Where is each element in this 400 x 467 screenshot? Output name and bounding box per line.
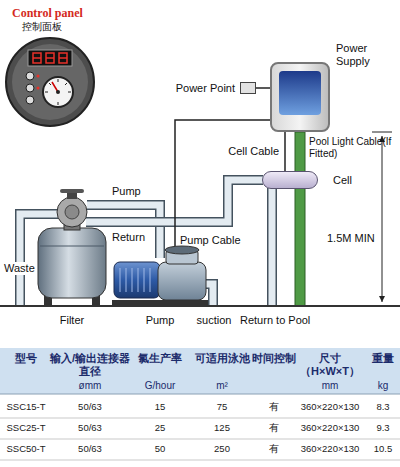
control-panel-illustration (6, 38, 94, 126)
control-panel-illustration (26, 84, 34, 92)
table-cell: SSC25-T (3, 422, 49, 433)
power-point-socket: Power Point (240, 82, 256, 94)
control-panel-illustration (37, 75, 40, 78)
node-label: Power Point (176, 82, 235, 95)
pump-cable-wire (175, 120, 270, 247)
table-header: 输入/输出连接器 直径 (42, 352, 138, 378)
table-band (0, 348, 400, 394)
table-cell: 360×220×130 (292, 401, 368, 412)
part-name: Pump (146, 314, 175, 327)
filter-illustration (67, 192, 77, 199)
table-cell: 360×220×130 (292, 422, 368, 433)
table-cell: 25 (130, 422, 190, 433)
pump-illustration (158, 262, 206, 300)
table-unit: kg (367, 380, 399, 392)
control-panel-illustration (28, 50, 72, 66)
control-panel-illustration (43, 77, 73, 107)
pipe-label: Waste (3, 262, 36, 275)
table-cell: 50/63 (42, 401, 138, 412)
filter-illustration (57, 197, 87, 227)
control-panel-illustration (26, 96, 34, 104)
table-header: 型号 (3, 352, 49, 365)
control-panel-illustration (37, 87, 40, 90)
pipe-label: Return (112, 231, 145, 244)
table-unit: m² (190, 380, 254, 392)
table-unit: ømm (42, 380, 138, 392)
control-panel-illustration (56, 90, 60, 94)
control-panel-illustration (26, 72, 34, 80)
table-cell: 9.3 (367, 422, 399, 433)
table-cell: 125 (190, 422, 254, 433)
table-cell: 15 (130, 401, 190, 412)
cable-label: Cell Cable (228, 145, 279, 158)
pump-illustration (120, 268, 150, 292)
control-panel-illustration (45, 79, 71, 105)
panel-title: Control panel (12, 6, 83, 20)
dimension-label: 1.5M MIN (327, 232, 375, 245)
filter-illustration (38, 228, 106, 298)
table-unit: G/hour (130, 380, 190, 392)
table-band (0, 460, 400, 461)
cable-note: Pool Light Cable(If Fitted) (309, 136, 397, 160)
table-cell: 360×220×130 (292, 443, 368, 454)
table-unit: mm (292, 380, 368, 392)
height-dimension (382, 136, 383, 302)
table-cell: 有 (248, 422, 300, 433)
table-band (0, 439, 400, 440)
water-pipes (20, 180, 272, 306)
table-band (0, 394, 400, 395)
table-cell: 有 (248, 401, 300, 412)
table-band (0, 418, 400, 419)
table-header: 时间控制 (248, 352, 300, 365)
table-cell: SSC15-T (3, 401, 49, 412)
cable-label: Pump Cable (180, 234, 241, 247)
table-cell: SSC50-T (3, 443, 49, 454)
support-pole (295, 132, 305, 306)
table-cell: 250 (190, 443, 254, 454)
control-panel-illustration (33, 53, 67, 63)
cable-connector (256, 87, 270, 89)
table-cell: 75 (190, 401, 254, 412)
filter-illustration (60, 189, 84, 193)
filter-illustration (38, 189, 106, 306)
table-header: 可适用泳池 (190, 352, 254, 365)
pump-illustration (165, 246, 199, 254)
node-label: Power Supply (336, 42, 382, 68)
height-dimension (372, 132, 392, 133)
part-name: Filter (60, 314, 84, 327)
ground-line (0, 306, 400, 307)
display-window (279, 71, 321, 115)
pump-cable-wire (175, 120, 270, 247)
table-cell: 50 (130, 443, 190, 454)
water-pipes (269, 188, 276, 306)
table-header: 氯生产率 (130, 352, 190, 365)
filter-illustration (40, 246, 104, 247)
chlorinator-cell: Cell (262, 171, 318, 189)
table-cell: 8.3 (367, 401, 399, 412)
pipe-label: Pump (112, 185, 141, 198)
table-cell: 有 (248, 443, 300, 454)
table-cell: 10.5 (367, 443, 399, 454)
table-header: 尺寸 （H×W×T） (292, 352, 368, 378)
table-cell: 50/63 (42, 443, 138, 454)
table-band (0, 348, 400, 460)
power-supply-box: Power Supply (270, 62, 330, 132)
support-pole (295, 132, 305, 306)
water-pipes (267, 188, 277, 306)
panel-title: 控制面板 (22, 21, 62, 33)
cable-connector (284, 132, 286, 171)
filter-illustration (65, 205, 79, 219)
pipe-label: suction (197, 314, 232, 327)
node-label: Cell (333, 174, 352, 187)
control-panel-illustration (12, 44, 88, 120)
pump-illustration (112, 246, 208, 306)
table-header: 重量 (367, 352, 399, 365)
pipe-label: Return to Pool (240, 314, 310, 327)
ground-line (0, 305, 400, 307)
pump-illustration (114, 262, 160, 298)
control-panel-illustration (6, 38, 94, 126)
height-dimension (372, 132, 392, 306)
table-cell: 50/63 (42, 422, 138, 433)
